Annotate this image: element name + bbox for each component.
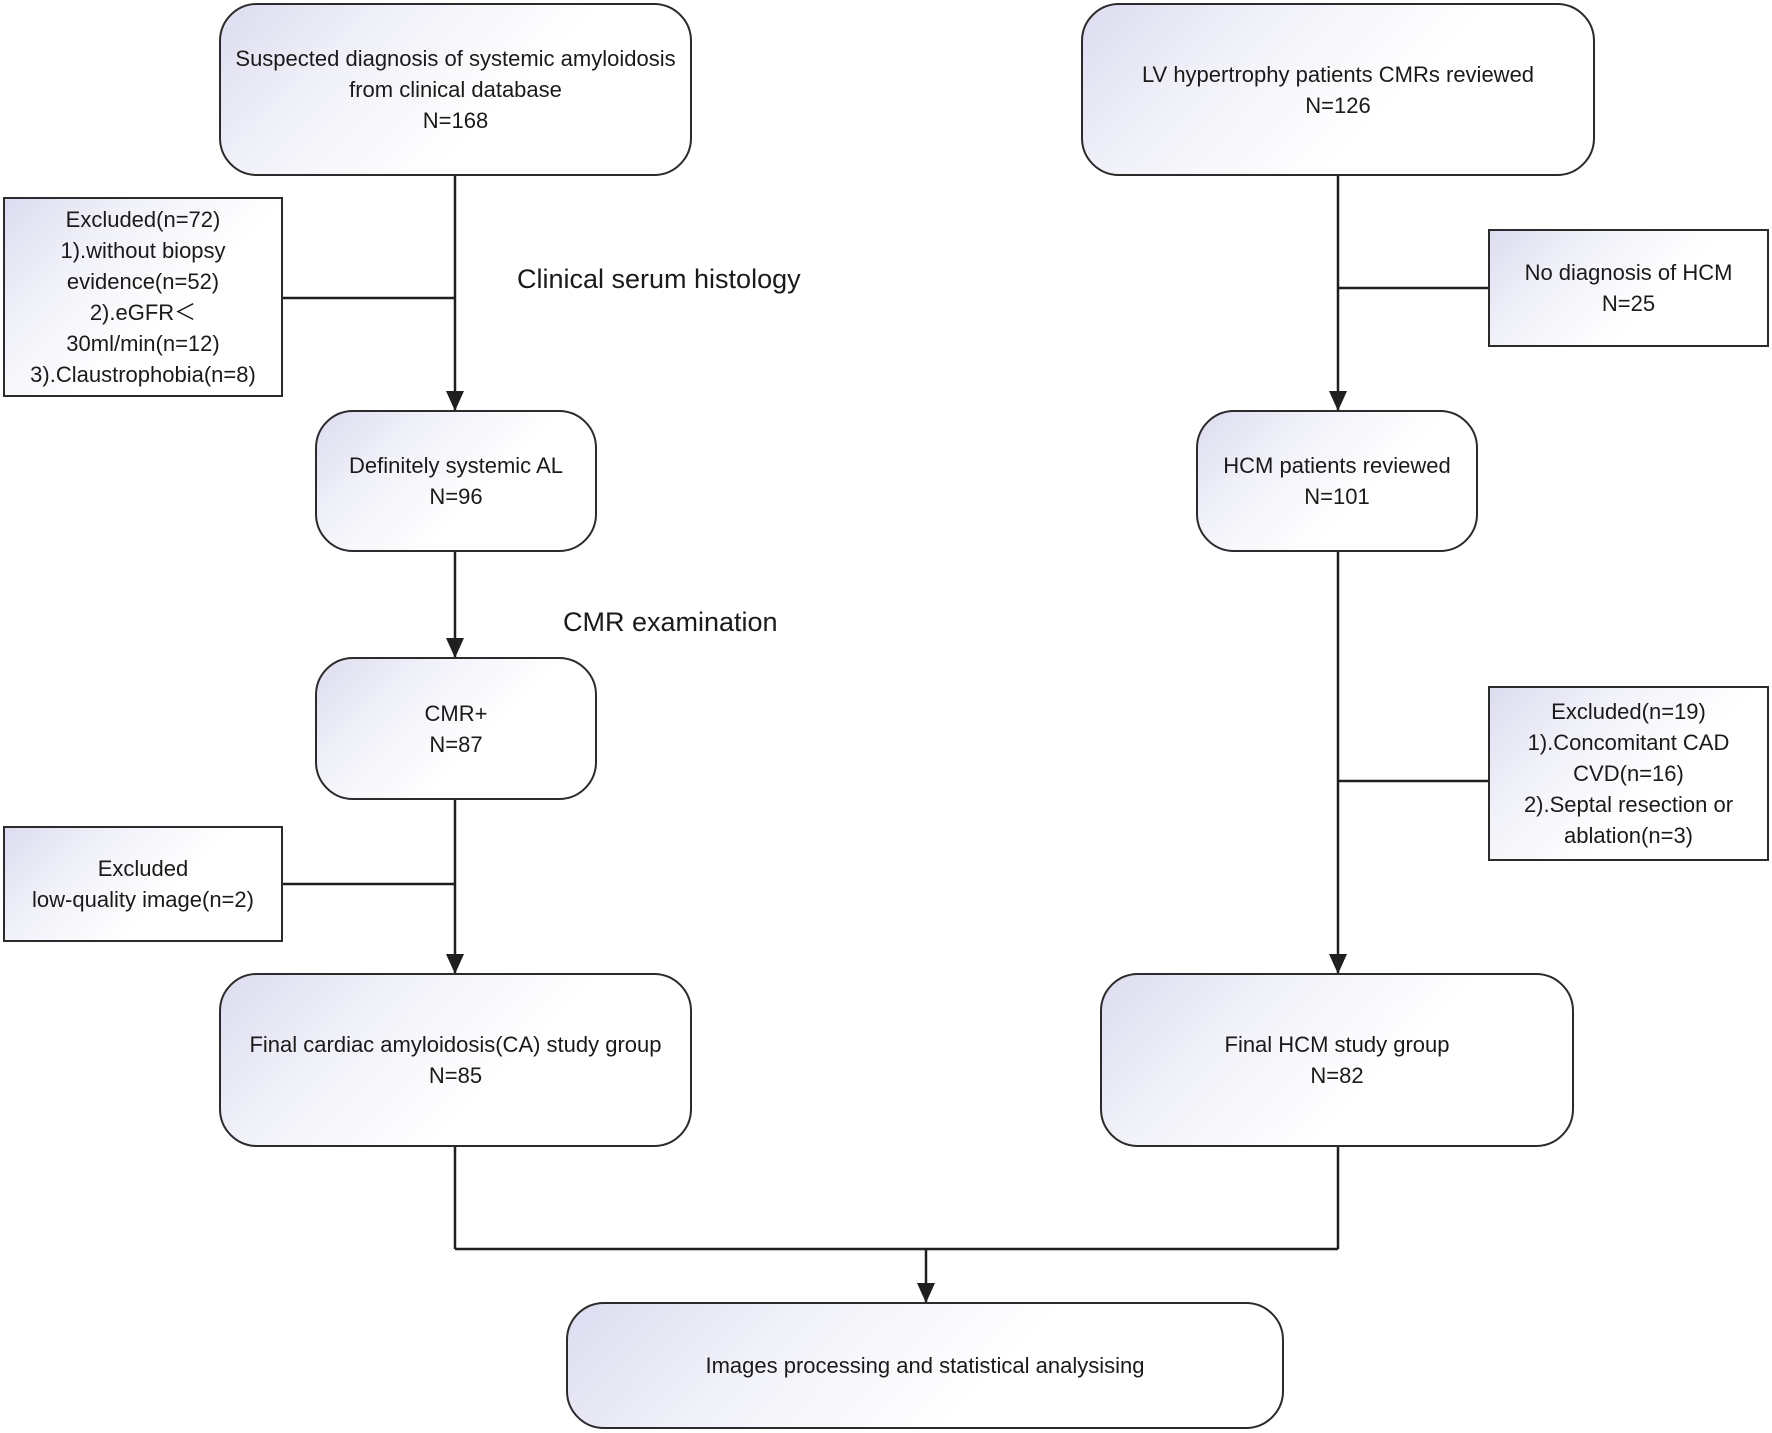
final-hcm-node: Final HCM study group N=82	[1100, 973, 1574, 1147]
step-label-clinical-serum-histology: Clinical serum histology	[517, 264, 801, 294]
right-exclusion-1-count: N=25	[1601, 291, 1656, 316]
hcm-reviewed-count: N=101	[1304, 484, 1370, 509]
systemic-al-node: Definitely systemic AL N=96	[315, 410, 597, 552]
right-start-label: LV hypertrophy patients CMRs reviewed	[1141, 61, 1535, 87]
left-exclusion-2-title: Excluded	[97, 856, 189, 881]
systemic-al-count: N=96	[429, 484, 483, 509]
step-label-cmr-examination: CMR examination	[563, 607, 778, 637]
left-exclusion-1-title: Excluded(n=72)	[65, 207, 221, 232]
left-start-node: Suspected diagnosis of systemic amyloido…	[219, 3, 692, 176]
left-exclusion-1-line: 3).Claustrophobia(n=8)	[30, 362, 256, 387]
right-exclusion-2-line: 2).Septal resection or	[1523, 792, 1734, 817]
right-start-count: N=126	[1305, 92, 1371, 118]
systemic-al-label: Definitely systemic AL	[349, 453, 563, 478]
final-ca-label: Final cardiac amyloidosis(CA) study grou…	[249, 1032, 662, 1057]
left-exclusion-2-box: Excluded low-quality image(n=2)	[3, 826, 283, 942]
final-ca-count: N=85	[428, 1063, 483, 1088]
left-exclusion-1-box: Excluded(n=72) 1).without biopsy evidenc…	[3, 197, 283, 397]
left-exclusion-1-line: 2).eGFR＜	[89, 300, 197, 325]
right-exclusion-2-line: ablation(n=3)	[1563, 823, 1694, 848]
left-exclusion-2-line: low-quality image(n=2)	[32, 887, 254, 912]
cmr-positive-node: CMR+ N=87	[315, 657, 597, 800]
left-start-count: N=168	[422, 108, 489, 133]
hcm-reviewed-label: HCM patients reviewed	[1223, 453, 1451, 478]
final-hcm-label: Final HCM study group	[1224, 1032, 1450, 1057]
right-exclusion-2-line: 1).Concomitant CAD	[1527, 730, 1730, 755]
left-exclusion-1-line: 30ml/min(n=12)	[66, 331, 220, 356]
right-exclusion-2-title: Excluded(n=19)	[1551, 699, 1706, 724]
right-exclusion-1-title: No diagnosis of HCM	[1524, 260, 1733, 285]
hcm-reviewed-node: HCM patients reviewed N=101	[1196, 410, 1478, 552]
cmr-positive-label: CMR+	[424, 700, 488, 726]
left-exclusion-1-line: evidence(n=52)	[66, 269, 220, 294]
right-exclusion-1-box: No diagnosis of HCM N=25	[1488, 229, 1769, 347]
end-node: Images processing and statistical analys…	[566, 1302, 1284, 1429]
right-exclusion-2-box: Excluded(n=19) 1).Concomitant CAD CVD(n=…	[1488, 686, 1769, 861]
right-exclusion-2-line: CVD(n=16)	[1573, 761, 1684, 786]
left-start-line2: from clinical database	[349, 77, 562, 102]
left-exclusion-1-line: 1).without biopsy	[60, 238, 226, 263]
left-start-line1: Suspected diagnosis of systemic amyloido…	[235, 46, 676, 71]
final-ca-node: Final cardiac amyloidosis(CA) study grou…	[219, 973, 692, 1147]
cmr-positive-count: N=87	[429, 731, 483, 757]
right-start-node: LV hypertrophy patients CMRs reviewed N=…	[1081, 3, 1595, 176]
end-label: Images processing and statistical analys…	[705, 1353, 1145, 1378]
final-hcm-count: N=82	[1310, 1063, 1364, 1088]
